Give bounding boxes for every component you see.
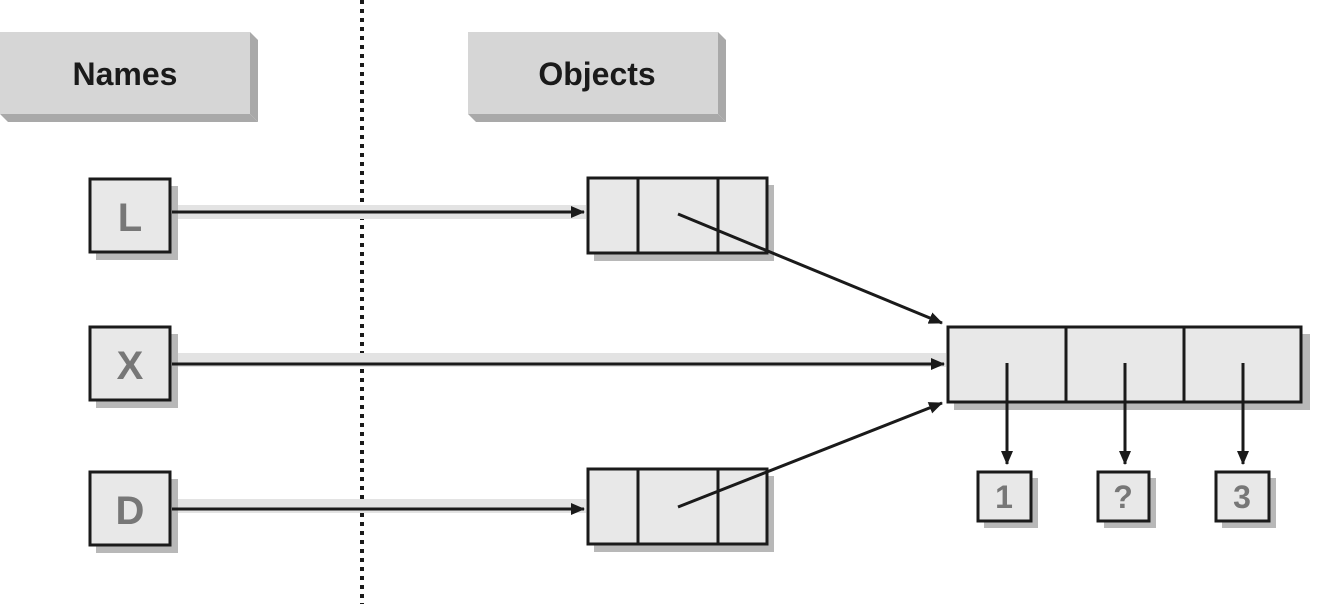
outer-list-object-L [586, 176, 774, 261]
arrow-D-list-to-shared [677, 401, 943, 509]
shared-list-object [946, 325, 1310, 410]
arrow-L-list-to-shared [677, 212, 943, 325]
name-label-L: L [118, 196, 142, 240]
outer-list-object-D [586, 467, 774, 552]
value-label-3: 3 [1233, 479, 1251, 515]
objects-header-label: Objects [538, 56, 655, 92]
name-label-D: D [116, 489, 145, 533]
names-header: Names [0, 32, 258, 122]
name-box-L: L [88, 177, 178, 260]
name-box-D: D [88, 470, 178, 553]
value-label-1: 1 [995, 479, 1013, 515]
value-label-2: ? [1113, 479, 1133, 515]
value-object-2: ? [1096, 470, 1156, 528]
name-label-X: X [117, 344, 144, 388]
value-object-1: 1 [976, 470, 1038, 528]
objects-header: Objects [468, 32, 726, 122]
value-object-3: 3 [1214, 470, 1276, 528]
names-header-label: Names [73, 56, 178, 92]
name-box-X: X [88, 325, 178, 408]
